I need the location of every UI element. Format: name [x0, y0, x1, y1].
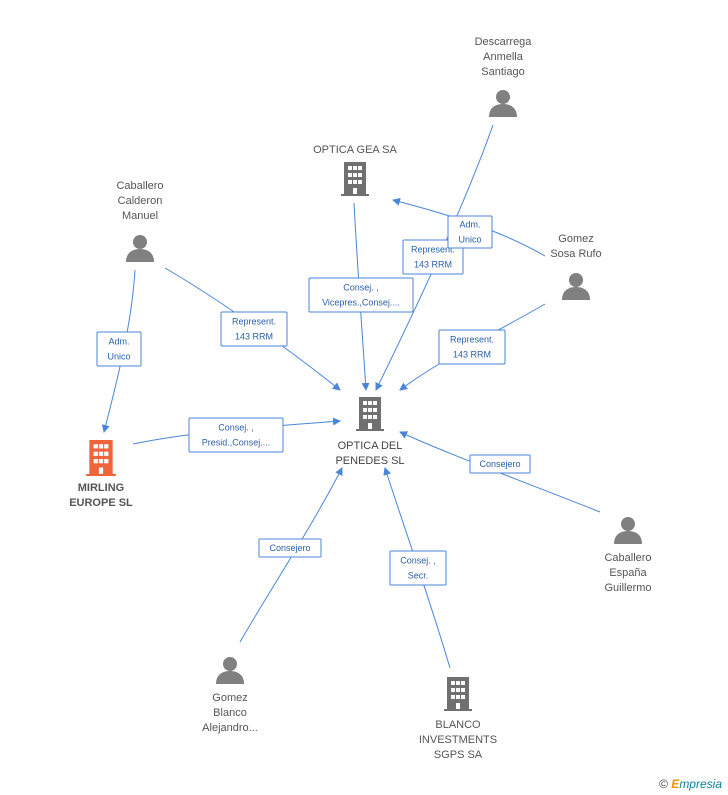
node-label: Gomez	[212, 692, 247, 704]
relation-label-box	[469, 454, 531, 474]
node-label: OPTICA GEA SA	[313, 144, 397, 156]
person-icon	[489, 90, 517, 117]
building-icon	[356, 397, 384, 431]
relation-label-text: Presid.,Consej....	[202, 438, 271, 448]
node-label: Caballero	[604, 552, 651, 564]
relation-label-box	[188, 417, 284, 453]
node-label: Anmella	[483, 51, 524, 63]
relation-label-text: 143 RRM	[453, 350, 491, 360]
node-label: Gomez	[558, 233, 593, 245]
relation-label[interactable]: Consej. , Presid.,Consej....	[188, 417, 284, 453]
node-label: PENEDES SL	[335, 455, 404, 467]
person-icon	[216, 657, 244, 684]
nodes-layer: OPTICA DEL PENEDES SL OPTICA GEA SA MIRLING…	[69, 36, 651, 761]
node-label: Sosa Rufo	[550, 248, 601, 260]
relation-label[interactable]: Consejero	[469, 454, 531, 474]
relation-label-text: Consejero	[479, 459, 520, 469]
brand-initial: E	[671, 777, 680, 791]
relation-label-box	[447, 215, 493, 249]
relation-label-text: Consej. ,	[343, 283, 379, 293]
node-blanco-inv[interactable]: BLANCO INVESTMENTS SGPS SA	[419, 677, 497, 761]
node-label: EUROPE SL	[69, 497, 133, 509]
relation-label-text: 143 RRM	[235, 332, 273, 342]
copyright-symbol: ©	[659, 777, 668, 791]
brand-watermark: © Empresia	[659, 777, 722, 791]
node-label: Santiago	[481, 66, 524, 78]
relation-label-text: Adm.	[108, 337, 129, 347]
person-icon	[614, 517, 642, 544]
node-label: OPTICA DEL	[338, 440, 403, 452]
relation-label[interactable]: Represent. 143 RRM	[438, 329, 506, 365]
person-icon	[562, 273, 590, 300]
building-icon	[86, 440, 116, 476]
relation-label-text: Unico	[458, 235, 481, 245]
edges-layer	[101, 124, 601, 669]
building-icon	[341, 162, 369, 196]
relation-label-box	[258, 538, 322, 558]
relation-label[interactable]: Consej. , Secr.	[389, 550, 447, 586]
node-label: Caballero	[116, 180, 163, 192]
node-optica-gea[interactable]: OPTICA GEA SA	[313, 144, 398, 196]
brand-name: mpresia	[679, 777, 722, 791]
node-label: España	[609, 567, 647, 579]
relation-label-box	[220, 311, 288, 347]
node-gomez-blanco[interactable]: GomezBlancoAlejandro...	[202, 657, 258, 734]
node-label: BLANCO	[435, 719, 481, 731]
node-label: INVESTMENTS	[419, 734, 497, 746]
relation-label[interactable]: Represent. 143 RRM	[402, 239, 464, 275]
relation-label-text: Consej. ,	[218, 423, 254, 433]
relation-label-box	[402, 239, 464, 275]
relation-label-text: Consej. ,	[400, 556, 436, 566]
relation-label-text: Represent.	[411, 245, 455, 255]
relation-label-text: Unico	[107, 352, 130, 362]
relation-label[interactable]: Represent. 143 RRM	[220, 311, 288, 347]
node-mirling[interactable]: MIRLING EUROPE SL	[69, 440, 133, 509]
relation-label[interactable]: Adm. Unico	[96, 331, 142, 367]
person-icon	[126, 235, 154, 262]
relation-label-box	[389, 550, 447, 586]
relation-label-text: 143 RRM	[414, 260, 452, 270]
node-label: Descarrega	[475, 36, 533, 48]
relation-label-box	[438, 329, 506, 365]
node-label: Blanco	[213, 707, 247, 719]
relation-labels-layer: Consej. , Vicepres.,Consej.... Represent. 1…	[96, 215, 531, 586]
relation-edge	[239, 467, 343, 643]
relation-label-box	[308, 277, 414, 313]
node-label: Guillermo	[604, 582, 651, 594]
node-label: SGPS SA	[434, 749, 483, 761]
relation-label-text: Consejero	[269, 543, 310, 553]
node-label: Alejandro...	[202, 722, 258, 734]
relation-label[interactable]: Consej. , Vicepres.,Consej....	[308, 277, 414, 313]
node-label: MIRLING	[78, 482, 124, 494]
relation-label[interactable]: Adm. Unico	[447, 215, 493, 249]
relation-label-box	[96, 331, 142, 367]
node-label: Calderon	[118, 195, 163, 207]
node-label: Manuel	[122, 210, 158, 222]
relation-label[interactable]: Consejero	[258, 538, 322, 558]
relation-label-text: Represent.	[450, 335, 494, 345]
node-optica-penedes[interactable]: OPTICA DEL PENEDES SL	[335, 397, 405, 467]
relation-label-text: Vicepres.,Consej....	[322, 298, 400, 308]
relation-label-text: Adm.	[459, 220, 480, 230]
building-icon	[444, 677, 472, 711]
relation-label-text: Secr.	[408, 571, 429, 581]
relation-label-text: Represent.	[232, 317, 276, 327]
